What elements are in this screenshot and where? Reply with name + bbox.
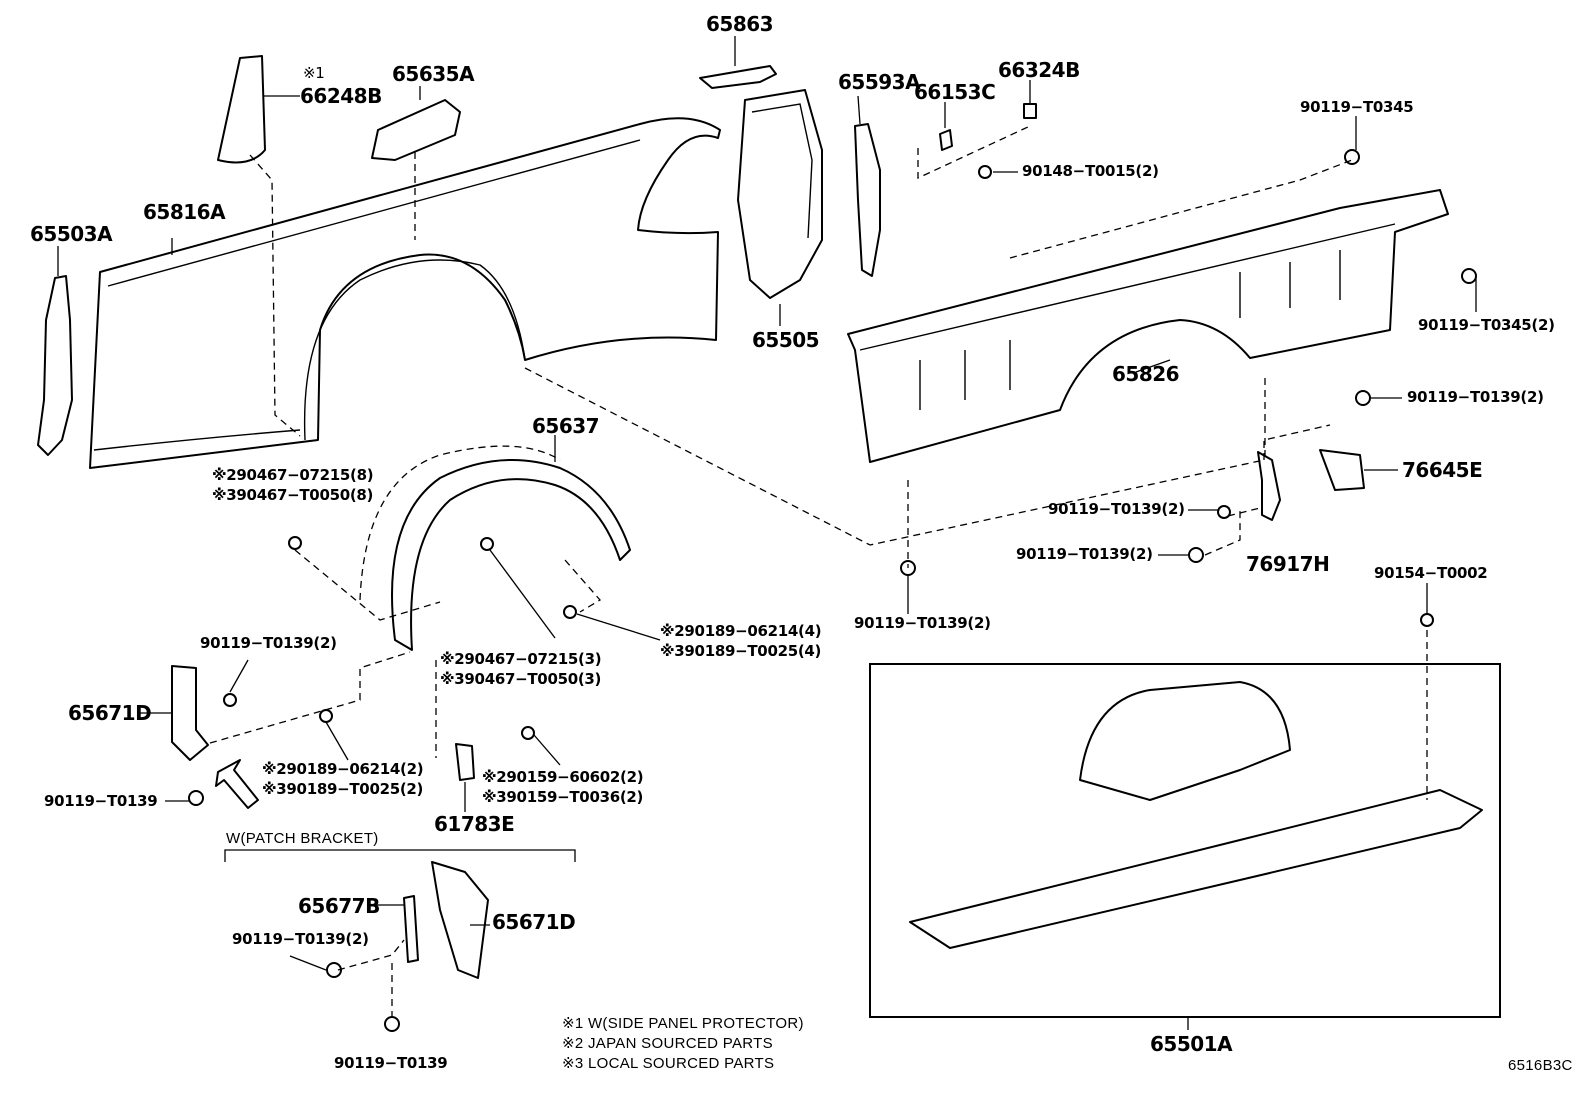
part-65826-drawing (847, 189, 1449, 463)
note-3: ※3 LOCAL SOURCED PARTS (562, 1055, 775, 1072)
label-90154-t0002: 90154−T0002 (1374, 564, 1488, 582)
label-90119-t0139-m1: 90119−T0139(2) (1048, 500, 1185, 518)
label-90119-t0345-top: 90119−T0345 (1300, 98, 1414, 116)
part-65671d-bot-drawing (431, 861, 489, 979)
label-90159-1: ※290159−60602(2) (482, 768, 644, 786)
bolt-90148-t0015-drawing (978, 165, 992, 179)
label-65505: 65505 (752, 328, 820, 352)
label-90189-d2: ※390189−T0025(2) (262, 780, 424, 798)
label-90467-c1: ※290467−07215(3) (440, 650, 602, 668)
label-66324b: 66324B (998, 58, 1080, 82)
label-65677b: 65677B (298, 894, 380, 918)
bolt-90467-a-drawing (288, 536, 302, 550)
label-90119-t0139-pb: 90119−T0139(2) (232, 930, 369, 948)
label-65816a: 65816A (143, 200, 226, 224)
label-66248b-note: ※1 (303, 64, 325, 82)
label-65501a: 65501A (1150, 1032, 1233, 1056)
label-66153c: 66153C (914, 80, 996, 104)
label-65635a: 65635A (392, 62, 475, 86)
label-90119-t0139-r1: 90119−T0139(2) (1407, 388, 1544, 406)
part-65503a-drawing (37, 275, 73, 456)
part-65635a-drawing (371, 99, 461, 161)
label-65637: 65637 (532, 414, 600, 438)
part-76645e-drawing (1319, 449, 1365, 491)
label-90148-t0015: 90148−T0015(2) (1022, 162, 1159, 180)
label-90467-a1: ※290467−07215(8) (212, 466, 374, 484)
label-90119-t0139-l: 90119−T0139(2) (200, 634, 337, 652)
label-90119-t0139-bl: 90119−T0139 (44, 792, 158, 810)
label-90119-t0139-pbb: 90119−T0139 (334, 1054, 448, 1072)
note-1: ※1 W(SIDE PANEL PROTECTOR) (562, 1015, 804, 1032)
label-90467-c2: ※390467−T0050(3) (440, 670, 602, 688)
bolt-90119-t0139-m1-drawing (1217, 505, 1231, 519)
part-65501a-floor-drawing (909, 789, 1483, 949)
bolt-90119-t0139-bl-drawing (188, 790, 204, 806)
label-90189-d1: ※290189−06214(2) (262, 760, 424, 778)
part-65501a-hump-drawing (1079, 681, 1291, 801)
bolt-90119-t0139-r1-drawing (1355, 390, 1371, 406)
view-arrow-icon (215, 759, 259, 809)
label-65671d-top: 65671D (68, 701, 152, 725)
part-76917h-drawing (1257, 451, 1281, 521)
diagram-code: 6516B3C (1508, 1057, 1573, 1074)
bolt-90119-t0139-pb-drawing (326, 962, 342, 978)
bolt-90119-t0345-2-drawing (1461, 268, 1477, 284)
bolt-90159-drawing (521, 726, 535, 740)
label-90189-b1: ※290189−06214(4) (660, 622, 822, 640)
label-65826: 65826 (1112, 362, 1180, 386)
patch-bracket-line (224, 849, 576, 862)
label-65863: 65863 (706, 12, 774, 36)
label-90119-t0139-m2: 90119−T0139(2) (1016, 545, 1153, 563)
label-90119-t0345-2: 90119−T0345(2) (1418, 316, 1555, 334)
label-patch-bracket: W(PATCH BRACKET) (226, 830, 379, 847)
part-66153c-drawing (939, 129, 953, 151)
part-65863-drawing (699, 65, 777, 89)
part-65637-drawing (359, 445, 631, 651)
label-90119-t0139-c: 90119−T0139(2) (854, 614, 991, 632)
part-66248b-drawing (217, 55, 266, 164)
label-90159-2: ※390159−T0036(2) (482, 788, 644, 806)
label-76917h: 76917H (1246, 552, 1330, 576)
label-65593a: 65593A (838, 70, 921, 94)
label-90467-a2: ※390467−T0050(8) (212, 486, 374, 504)
note-2: ※2 JAPAN SOURCED PARTS (562, 1035, 773, 1052)
bolt-90119-t0345-top-drawing (1344, 149, 1360, 165)
label-65671d-bot: 65671D (492, 910, 576, 934)
bolt-90467-c-drawing (480, 537, 494, 551)
bolt-90154-t0002-drawing (1420, 613, 1434, 627)
part-66324b-drawing (1023, 103, 1037, 119)
part-65816a-drawing (89, 117, 721, 469)
bolt-90189-b-drawing (563, 605, 577, 619)
part-65505-drawing (737, 89, 823, 299)
part-65501a-box (869, 663, 1501, 1018)
bolt-90119-t0139-m2-drawing (1188, 547, 1204, 563)
bolt-90189-d-drawing (319, 709, 333, 723)
bolt-90119-t0139-pbb-drawing (384, 1016, 400, 1032)
label-65503a: 65503A (30, 222, 113, 246)
part-65593a-drawing (854, 123, 881, 277)
label-66248b: 66248B (300, 84, 382, 108)
part-61783e-drawing (455, 743, 475, 781)
label-61783e: 61783E (434, 812, 515, 836)
part-65677b-drawing (403, 895, 419, 963)
label-90189-b2: ※390189−T0025(4) (660, 642, 822, 660)
part-65671d-top-drawing (171, 665, 209, 761)
label-76645e: 76645E (1402, 458, 1483, 482)
